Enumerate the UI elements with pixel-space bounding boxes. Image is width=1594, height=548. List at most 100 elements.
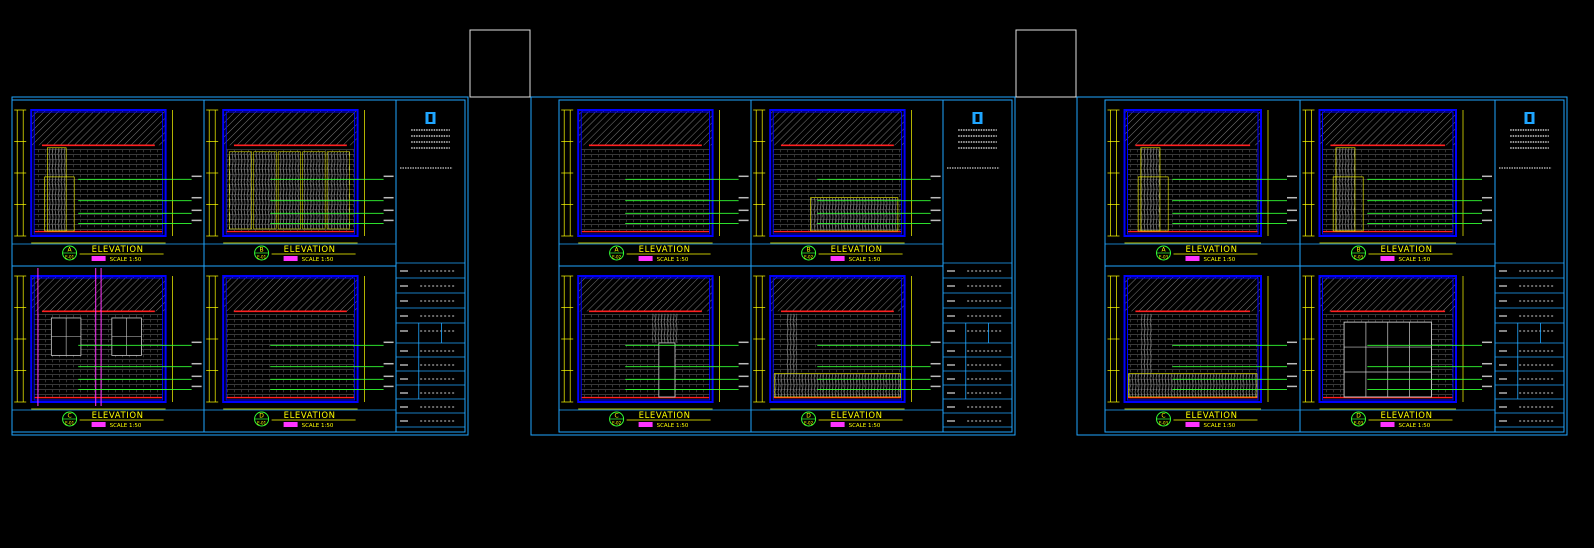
leaders — [625, 175, 749, 224]
view-ref: E-02 — [612, 421, 622, 426]
scale-text: SCALE 1:50 — [110, 423, 142, 429]
cabinet-door — [326, 151, 350, 230]
elevation-view-A — [14, 109, 202, 244]
view-ref: E-03 — [1159, 255, 1169, 260]
wall-outline — [577, 109, 714, 237]
dimensions — [1107, 109, 1269, 244]
leaders — [817, 175, 941, 224]
wall-outline — [222, 109, 359, 237]
wall-outline — [30, 109, 167, 237]
ceiling-hatch — [31, 276, 166, 312]
dimensions — [14, 109, 173, 244]
leaders — [270, 341, 394, 390]
ceiling-hatch — [770, 110, 905, 146]
view-title-text: ELEVATION — [639, 245, 691, 255]
door-panel — [47, 147, 67, 232]
view-id: C — [1161, 413, 1165, 420]
door-opening — [658, 342, 676, 398]
door-panel — [1335, 147, 1356, 232]
sheet-border — [530, 96, 1016, 436]
wall-tiles — [581, 147, 710, 231]
view-subtitle-mark — [283, 422, 298, 427]
dimensions — [206, 275, 365, 410]
ceiling-hatch — [770, 276, 905, 312]
view-title-text: ELEVATION — [1186, 411, 1238, 421]
wall-inner-outline — [225, 111, 356, 235]
leaders — [817, 341, 941, 390]
elevation-view-B — [753, 109, 941, 244]
ceiling-hatch — [1319, 276, 1456, 312]
elevation-view-B — [206, 109, 394, 244]
view-id: D — [259, 413, 264, 420]
wall-outline — [769, 275, 906, 403]
wall-outline — [1123, 275, 1262, 403]
dimensions — [561, 275, 720, 410]
title-block — [942, 99, 1013, 433]
ceiling-hatch — [578, 276, 713, 312]
wall-inner-outline — [1322, 111, 1454, 235]
counter — [773, 373, 901, 398]
elevation-view-D — [753, 275, 941, 410]
ceiling-hatch — [31, 110, 166, 146]
wall-inner-outline — [772, 277, 903, 401]
view-ref: E-01 — [257, 255, 267, 260]
view-title-text: ELEVATION — [1381, 411, 1433, 421]
view-subtitle-mark — [638, 422, 653, 427]
leaders — [78, 175, 202, 224]
dimensions — [206, 109, 365, 244]
view-ref: E-01 — [65, 255, 75, 260]
ceiling-hatch — [223, 276, 358, 312]
cabinet-door — [302, 151, 326, 230]
low-cabinet — [810, 197, 899, 232]
company-logo-cutout — [1527, 114, 1532, 122]
view-subtitle-mark — [1185, 422, 1200, 427]
wall-inner-outline — [225, 277, 356, 401]
ceiling-hatch — [1124, 276, 1261, 312]
side-panel — [1140, 313, 1152, 374]
view-title-text: ELEVATION — [1381, 245, 1433, 255]
dimensions — [1107, 275, 1269, 410]
wall-tiles — [581, 313, 710, 397]
view-ref: E-02 — [804, 255, 814, 260]
dimensions — [1302, 109, 1464, 244]
wall-inner-outline — [1322, 277, 1454, 401]
sheet-tab — [469, 29, 531, 98]
side-panel — [786, 313, 798, 374]
leaders — [625, 341, 749, 390]
view-ref: E-01 — [257, 421, 267, 426]
view-ref: E-03 — [1354, 255, 1364, 260]
view-subtitle-mark — [638, 256, 653, 261]
scale-text: SCALE 1:50 — [657, 257, 689, 263]
view-subtitle-mark — [830, 422, 845, 427]
company-logo-cutout — [975, 114, 980, 122]
ceiling-hatch — [223, 110, 358, 146]
door-panel — [1140, 147, 1161, 232]
wall-outline — [577, 275, 714, 403]
elevation-view-C — [561, 275, 749, 410]
dimensions — [14, 275, 173, 410]
view-id: B — [260, 247, 264, 254]
view-id: B — [807, 247, 811, 254]
wood-panel — [652, 313, 679, 343]
view-subtitle-mark — [91, 422, 106, 427]
wall-outline — [769, 109, 906, 237]
wall-tiles — [226, 313, 355, 397]
sheet-border — [1076, 96, 1568, 436]
wall-inner-outline — [33, 277, 164, 401]
company-logo-cutout — [428, 114, 433, 122]
title-block-border — [1494, 99, 1565, 433]
scale-text: SCALE 1:50 — [1204, 423, 1236, 429]
view-id: A — [1161, 247, 1166, 254]
view-title-text: ELEVATION — [831, 411, 883, 421]
